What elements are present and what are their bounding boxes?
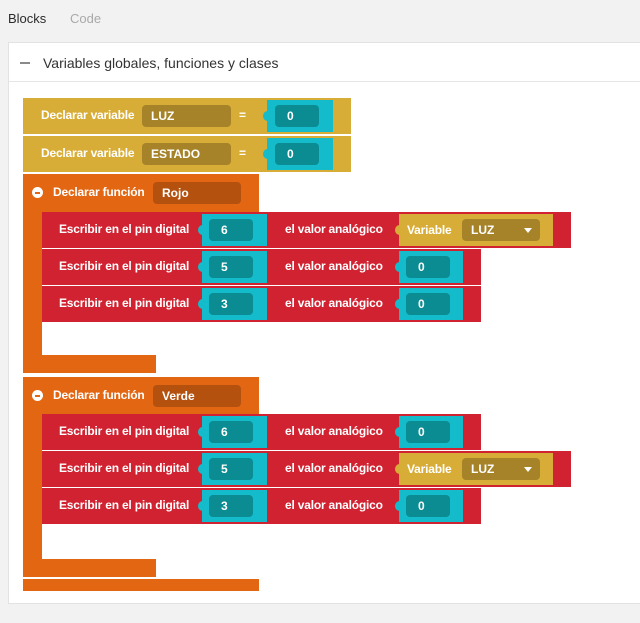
variable-name-field[interactable]: ESTADO xyxy=(142,143,231,165)
digital-write-label: Escribir en el pin digital xyxy=(59,222,190,236)
pin-number-block[interactable]: 6 xyxy=(198,214,267,246)
collapse-function-icon[interactable] xyxy=(32,390,43,401)
panel-header[interactable]: Variables globales, funciones y clases xyxy=(9,43,640,82)
number-value[interactable]: 0 xyxy=(275,143,319,165)
pin-number-block[interactable]: 3 xyxy=(198,490,267,522)
analog-value[interactable]: 0 xyxy=(406,421,450,443)
pin-value[interactable]: 6 xyxy=(209,219,253,241)
function-body-rail xyxy=(23,210,42,370)
connector-nub xyxy=(198,501,207,511)
connector-nub xyxy=(263,149,272,159)
next-block-edge[interactable] xyxy=(23,579,259,591)
pin-number-block[interactable]: 6 xyxy=(198,416,267,448)
pin-number-block[interactable]: 3 xyxy=(198,288,267,320)
collapse-function-icon[interactable] xyxy=(32,187,43,198)
variable-dropdown[interactable]: LUZ xyxy=(462,219,540,241)
digital-write-label: Escribir en el pin digital xyxy=(59,296,190,310)
variable-dropdown-value: LUZ xyxy=(471,223,495,237)
function-footer xyxy=(23,355,156,373)
number-block[interactable]: 0 xyxy=(263,100,333,132)
chevron-down-icon xyxy=(524,228,532,233)
connector-nub xyxy=(395,501,404,511)
equals-sign: = xyxy=(239,108,246,122)
pin-value[interactable]: 3 xyxy=(209,495,253,517)
value-number-block[interactable]: 0 xyxy=(395,251,463,283)
analog-value-label: el valor analógico xyxy=(285,222,383,236)
function-label: Declarar función xyxy=(53,185,145,199)
globals-panel: Variables globales, funciones y clases D… xyxy=(8,42,640,604)
connector-nub xyxy=(263,111,272,121)
value-number-block[interactable]: 0 xyxy=(395,416,463,448)
number-block[interactable]: 0 xyxy=(263,138,333,170)
equals-sign: = xyxy=(239,146,246,160)
connector-nub xyxy=(395,427,404,437)
tab-blocks[interactable]: Blocks xyxy=(8,11,47,26)
connector-nub xyxy=(395,464,404,474)
function-name-field[interactable]: Rojo xyxy=(153,182,241,204)
tab-code[interactable]: Code xyxy=(70,11,102,26)
pin-value[interactable]: 5 xyxy=(209,458,253,480)
declare-variable-block-estado[interactable]: Declarar variable ESTADO = 0 xyxy=(23,136,351,172)
connector-nub xyxy=(198,262,207,272)
value-number-block[interactable]: 0 xyxy=(395,490,463,522)
digital-write-block[interactable]: Escribir en el pin digital 6 el valor an… xyxy=(42,212,571,248)
digital-write-block[interactable]: Escribir en el pin digital 5 el valor an… xyxy=(42,451,571,487)
pin-value[interactable]: 5 xyxy=(209,256,253,278)
digital-write-label: Escribir en el pin digital xyxy=(59,461,190,475)
analog-value[interactable]: 0 xyxy=(406,293,450,315)
digital-write-label: Escribir en el pin digital xyxy=(59,259,190,273)
function-footer xyxy=(23,559,156,577)
digital-write-label: Escribir en el pin digital xyxy=(59,424,190,438)
connector-nub xyxy=(198,299,207,309)
digital-write-block[interactable]: Escribir en el pin digital 3 el valor an… xyxy=(42,286,481,322)
blocks-canvas[interactable]: Declarar variable LUZ = 0 Declarar varia… xyxy=(9,83,640,623)
analog-value[interactable]: 0 xyxy=(406,256,450,278)
pin-number-block[interactable]: 5 xyxy=(198,453,267,485)
variable-getter-label: Variable xyxy=(407,223,452,237)
function-block-rojo[interactable]: Declarar función Rojo xyxy=(23,174,259,212)
number-value[interactable]: 0 xyxy=(275,105,319,127)
digital-write-block[interactable]: Escribir en el pin digital 3 el valor an… xyxy=(42,488,481,524)
editor-tabs: Blocks Code xyxy=(0,0,640,40)
connector-nub xyxy=(198,464,207,474)
variable-getter-block[interactable]: Variable LUZ xyxy=(395,453,553,485)
function-body-rail xyxy=(23,413,42,573)
digital-write-label: Escribir en el pin digital xyxy=(59,498,190,512)
analog-value[interactable]: 0 xyxy=(406,495,450,517)
declare-variable-label: Declarar variable xyxy=(41,108,135,122)
digital-write-block[interactable]: Escribir en el pin digital 6 el valor an… xyxy=(42,414,481,450)
pin-value[interactable]: 6 xyxy=(209,421,253,443)
connector-nub xyxy=(395,262,404,272)
analog-value-label: el valor analógico xyxy=(285,259,383,273)
pin-number-block[interactable]: 5 xyxy=(198,251,267,283)
function-block-verde[interactable]: Declarar función Verde xyxy=(23,377,259,415)
declare-variable-block-luz[interactable]: Declarar variable LUZ = 0 xyxy=(23,98,351,134)
analog-value-label: el valor analógico xyxy=(285,461,383,475)
panel-title: Variables globales, funciones y clases xyxy=(43,55,279,71)
value-number-block[interactable]: 0 xyxy=(395,288,463,320)
declare-variable-label: Declarar variable xyxy=(41,146,135,160)
digital-write-block[interactable]: Escribir en el pin digital 5 el valor an… xyxy=(42,249,481,285)
variable-getter-block[interactable]: Variable LUZ xyxy=(395,214,553,246)
analog-value-label: el valor analógico xyxy=(285,296,383,310)
function-label: Declarar función xyxy=(53,388,145,402)
variable-dropdown[interactable]: LUZ xyxy=(462,458,540,480)
connector-nub xyxy=(395,299,404,309)
analog-value-label: el valor analógico xyxy=(285,424,383,438)
connector-nub xyxy=(198,225,207,235)
function-name-field[interactable]: Verde xyxy=(153,385,241,407)
variable-dropdown-value: LUZ xyxy=(471,462,495,476)
variable-getter-label: Variable xyxy=(407,462,452,476)
connector-nub xyxy=(198,427,207,437)
collapse-minus-icon[interactable] xyxy=(20,62,30,64)
variable-name-field[interactable]: LUZ xyxy=(142,105,231,127)
connector-nub xyxy=(395,225,404,235)
analog-value-label: el valor analógico xyxy=(285,498,383,512)
chevron-down-icon xyxy=(524,467,532,472)
pin-value[interactable]: 3 xyxy=(209,293,253,315)
